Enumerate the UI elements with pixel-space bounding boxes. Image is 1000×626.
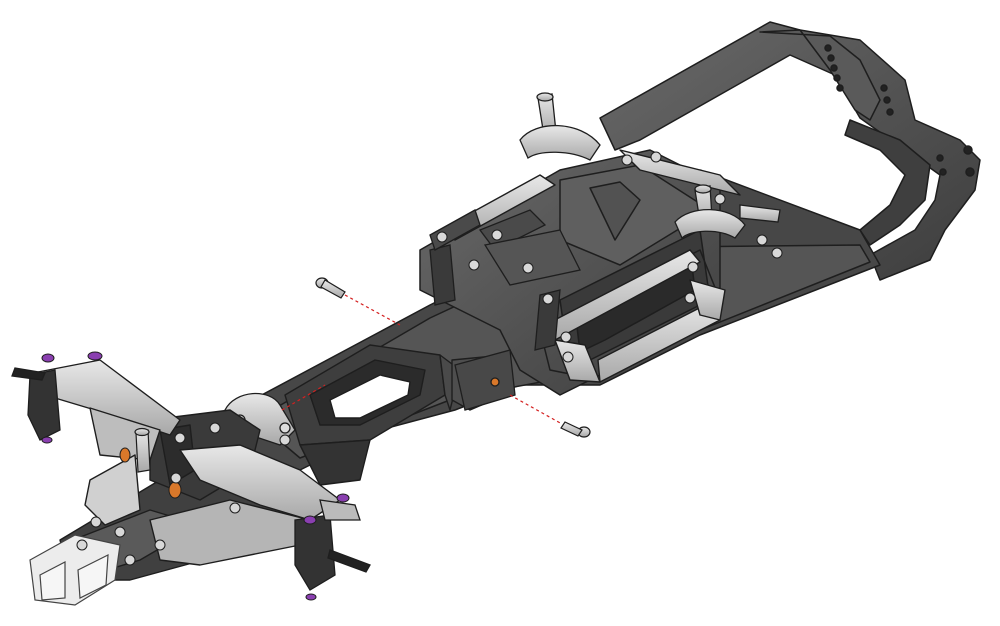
purple-nuts (41, 351, 350, 601)
front-bumper (29, 534, 121, 606)
front-a-arms (37, 359, 341, 566)
frame-holes (785, 44, 975, 290)
front-hubs (11, 367, 371, 591)
rear-screws (436, 151, 783, 363)
center-bracket (454, 349, 516, 411)
steering-posts (134, 427, 151, 473)
front-screws (76, 422, 291, 566)
rear-frame (599, 21, 981, 290)
orange-bearings (119, 447, 182, 499)
assembly-guides (281, 294, 563, 425)
rear-posts (519, 92, 781, 240)
servo-tray (284, 344, 506, 486)
exploded-screws (315, 277, 591, 438)
